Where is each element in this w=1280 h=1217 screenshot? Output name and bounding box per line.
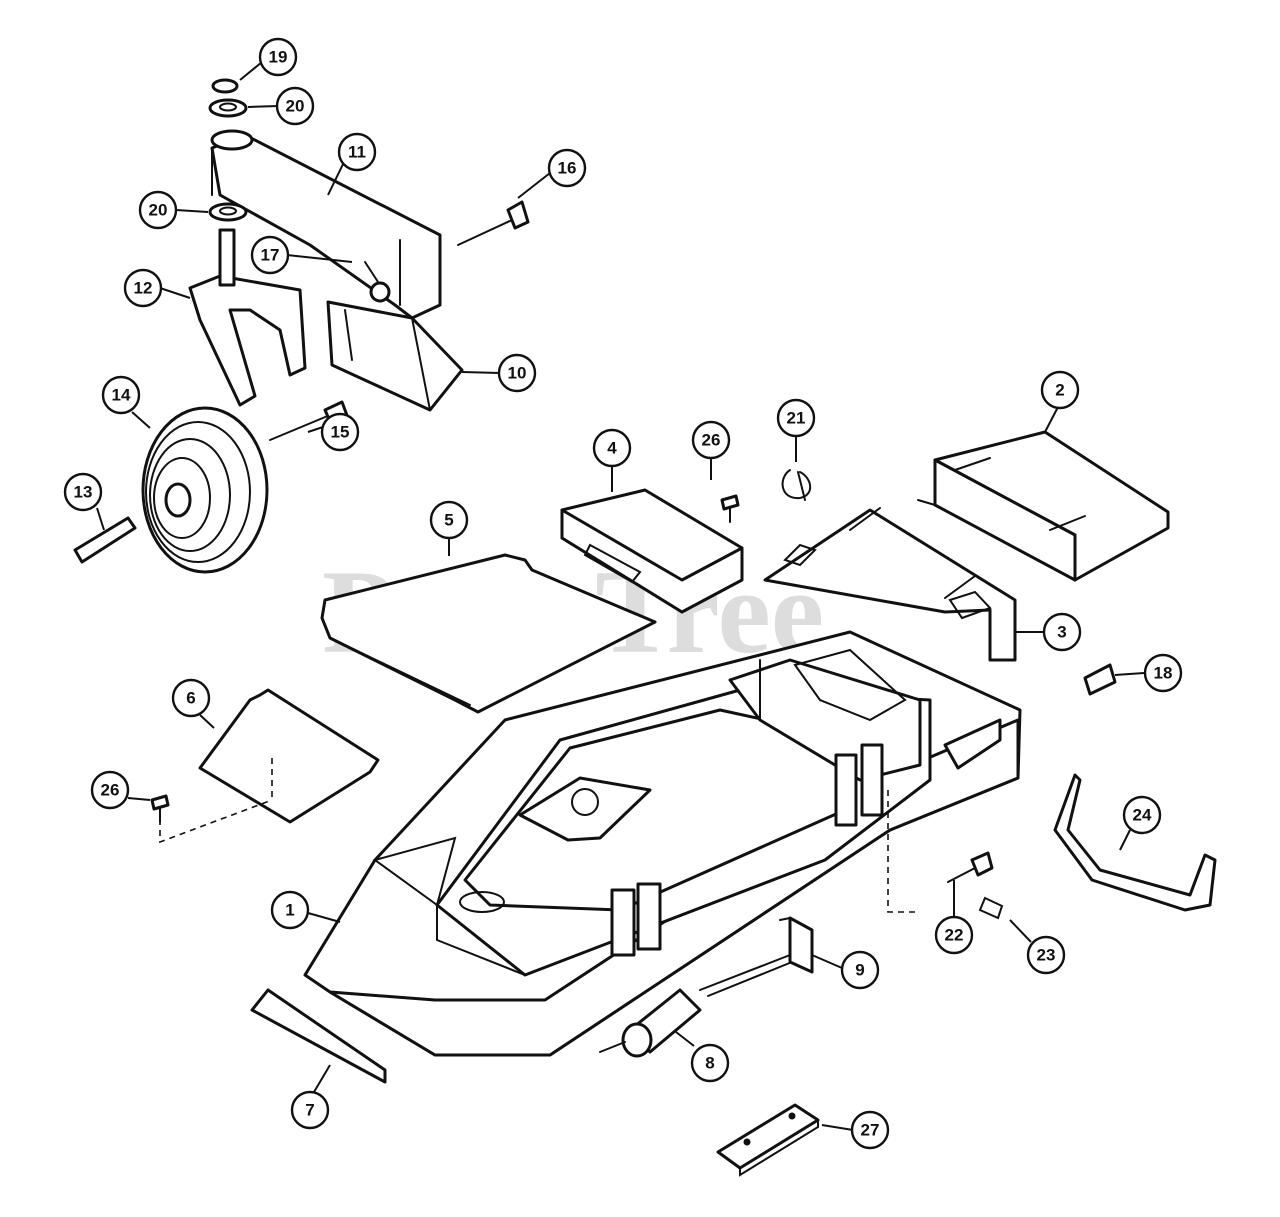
part-bracket bbox=[779, 916, 814, 974]
callout-5[interactable]: 5 bbox=[429, 500, 469, 540]
part-pin-23 bbox=[978, 896, 1004, 920]
callout-7[interactable]: 7 bbox=[290, 1090, 330, 1130]
part-block bbox=[716, 1103, 820, 1177]
callout-6[interactable]: 6 bbox=[171, 678, 211, 718]
callout-label: 23 bbox=[1037, 946, 1056, 965]
part-shield bbox=[763, 507, 1017, 662]
callout-24[interactable]: 24 bbox=[1122, 795, 1162, 835]
part-bent-bracket bbox=[1053, 773, 1217, 912]
part-caster-fork bbox=[188, 228, 307, 407]
callout-label: 9 bbox=[855, 961, 864, 980]
callout-label: 13 bbox=[74, 483, 93, 502]
part-channel bbox=[326, 300, 464, 412]
callout-label: 15 bbox=[331, 423, 350, 442]
callout-3[interactable]: 3 bbox=[1042, 612, 1082, 652]
callout-15[interactable]: 15 bbox=[320, 412, 360, 452]
part-bearing-upper bbox=[208, 98, 248, 118]
callout-label: 5 bbox=[444, 511, 453, 530]
callout-label: 7 bbox=[305, 1101, 314, 1120]
callout-1[interactable]: 1 bbox=[270, 890, 310, 930]
callout-20-lower[interactable]: 20 bbox=[138, 190, 178, 230]
callout-2[interactable]: 2 bbox=[1040, 370, 1080, 410]
part-handle bbox=[457, 200, 530, 246]
callout-label: 1 bbox=[285, 901, 294, 920]
callout-label: 22 bbox=[945, 926, 964, 945]
callout-26-upper[interactable]: 26 bbox=[691, 420, 731, 460]
part-screw-lower bbox=[150, 794, 170, 823]
callout-label: 11 bbox=[348, 143, 366, 162]
callout-9[interactable]: 9 bbox=[840, 950, 880, 990]
callout-label: 4 bbox=[607, 439, 617, 458]
part-deck bbox=[303, 630, 1022, 1057]
callout-22[interactable]: 22 bbox=[934, 915, 974, 955]
callout-13[interactable]: 13 bbox=[63, 472, 103, 512]
callout-12[interactable]: 12 bbox=[123, 268, 163, 308]
callout-label: 6 bbox=[186, 689, 195, 708]
callout-8[interactable]: 8 bbox=[690, 1043, 730, 1083]
callout-label: 18 bbox=[1154, 664, 1173, 683]
part-nut bbox=[211, 78, 239, 94]
callout-18[interactable]: 18 bbox=[1143, 653, 1183, 693]
part-bolt-22 bbox=[947, 851, 994, 883]
part-caster-arm bbox=[210, 129, 442, 320]
callout-23[interactable]: 23 bbox=[1026, 935, 1066, 975]
part-clip bbox=[1083, 663, 1117, 696]
callout-label: 17 bbox=[261, 246, 280, 265]
callout-16[interactable]: 16 bbox=[547, 148, 587, 188]
callout-21[interactable]: 21 bbox=[776, 398, 816, 438]
callout-label: 21 bbox=[787, 409, 806, 428]
part-box bbox=[560, 488, 744, 614]
callout-label: 16 bbox=[558, 159, 577, 178]
callout-27[interactable]: 27 bbox=[850, 1110, 890, 1150]
callout-label: 26 bbox=[101, 781, 120, 800]
callout-label: 2 bbox=[1055, 381, 1064, 400]
callout-label: 14 bbox=[112, 386, 131, 405]
callout-label: 24 bbox=[1133, 806, 1152, 825]
callout-label: 20 bbox=[149, 201, 168, 220]
callout-label: 19 bbox=[269, 48, 288, 67]
callout-14[interactable]: 14 bbox=[101, 375, 141, 415]
part-axle-pin bbox=[73, 516, 137, 564]
part-roller bbox=[599, 954, 793, 1058]
callout-label: 27 bbox=[861, 1121, 880, 1140]
callout-label: 3 bbox=[1057, 623, 1066, 642]
callout-11[interactable]: 11 bbox=[337, 132, 377, 172]
callout-label: 8 bbox=[705, 1054, 714, 1073]
part-plate bbox=[320, 553, 657, 714]
callout-4[interactable]: 4 bbox=[592, 428, 632, 468]
callout-26-lower[interactable]: 26 bbox=[90, 770, 130, 810]
callout-10[interactable]: 10 bbox=[497, 353, 537, 393]
callout-label: 12 bbox=[134, 279, 153, 298]
callout-19[interactable]: 19 bbox=[258, 37, 298, 77]
part-screw-upper bbox=[720, 494, 740, 523]
part-wheel bbox=[141, 406, 269, 574]
part-strip bbox=[250, 988, 387, 1084]
callout-label: 26 bbox=[702, 431, 721, 450]
callout-label: 20 bbox=[286, 97, 305, 116]
callout-20-upper[interactable]: 20 bbox=[275, 86, 315, 126]
callout-label: 10 bbox=[508, 364, 527, 383]
part-hitch-pin bbox=[781, 469, 812, 501]
part-bearing-lower bbox=[208, 202, 248, 222]
callout-17[interactable]: 17 bbox=[250, 235, 290, 275]
part-cover bbox=[917, 430, 1170, 582]
leader-lines bbox=[96, 61, 1145, 1131]
